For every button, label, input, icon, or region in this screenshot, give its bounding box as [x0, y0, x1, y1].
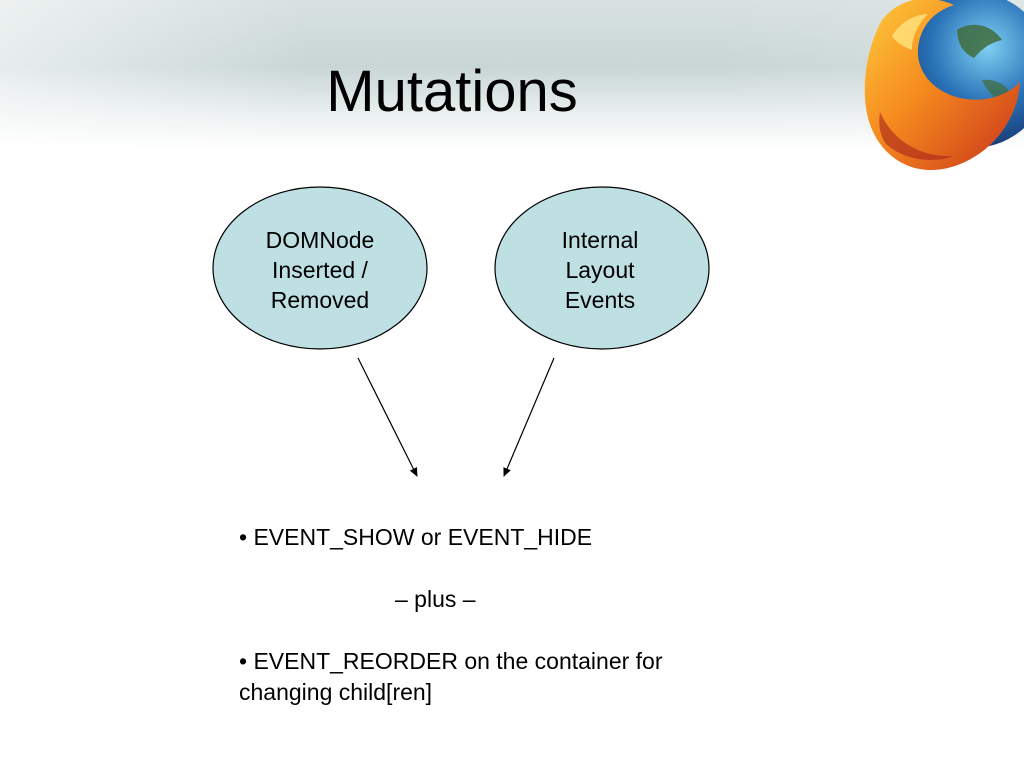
bullet-line: changing child[ren] — [239, 679, 433, 705]
node-domnode-label: DOMNode Inserted / Removed — [230, 225, 410, 315]
node-label-line: Removed — [270, 287, 370, 313]
slide-title: Mutations — [326, 59, 578, 124]
firefox-logo-icon — [864, 0, 1024, 170]
arrow-from-internal-layout — [503, 357, 555, 477]
node-internal-layout-label: Internal Layout Events — [510, 225, 690, 315]
node-label-line: Events — [564, 287, 636, 313]
node-label-line: Internal — [561, 227, 639, 253]
node-internal-layout-events — [494, 186, 710, 350]
plus-separator: – plus – — [395, 586, 476, 612]
bullet-event-show-hide: • EVENT_SHOW or EVENT_HIDE — [239, 524, 593, 550]
node-label-line: Layout — [565, 257, 635, 283]
header-band — [0, 0, 1024, 150]
bullet-event-reorder: • EVENT_REORDER on the container for cha… — [239, 646, 759, 708]
bullet-line: • EVENT_REORDER on the container for — [239, 648, 663, 674]
node-domnode-inserted-removed — [212, 186, 428, 350]
arrow-from-domnode — [357, 357, 418, 477]
node-label-line: Inserted / — [272, 257, 368, 283]
node-label-line: DOMNode — [265, 227, 375, 253]
